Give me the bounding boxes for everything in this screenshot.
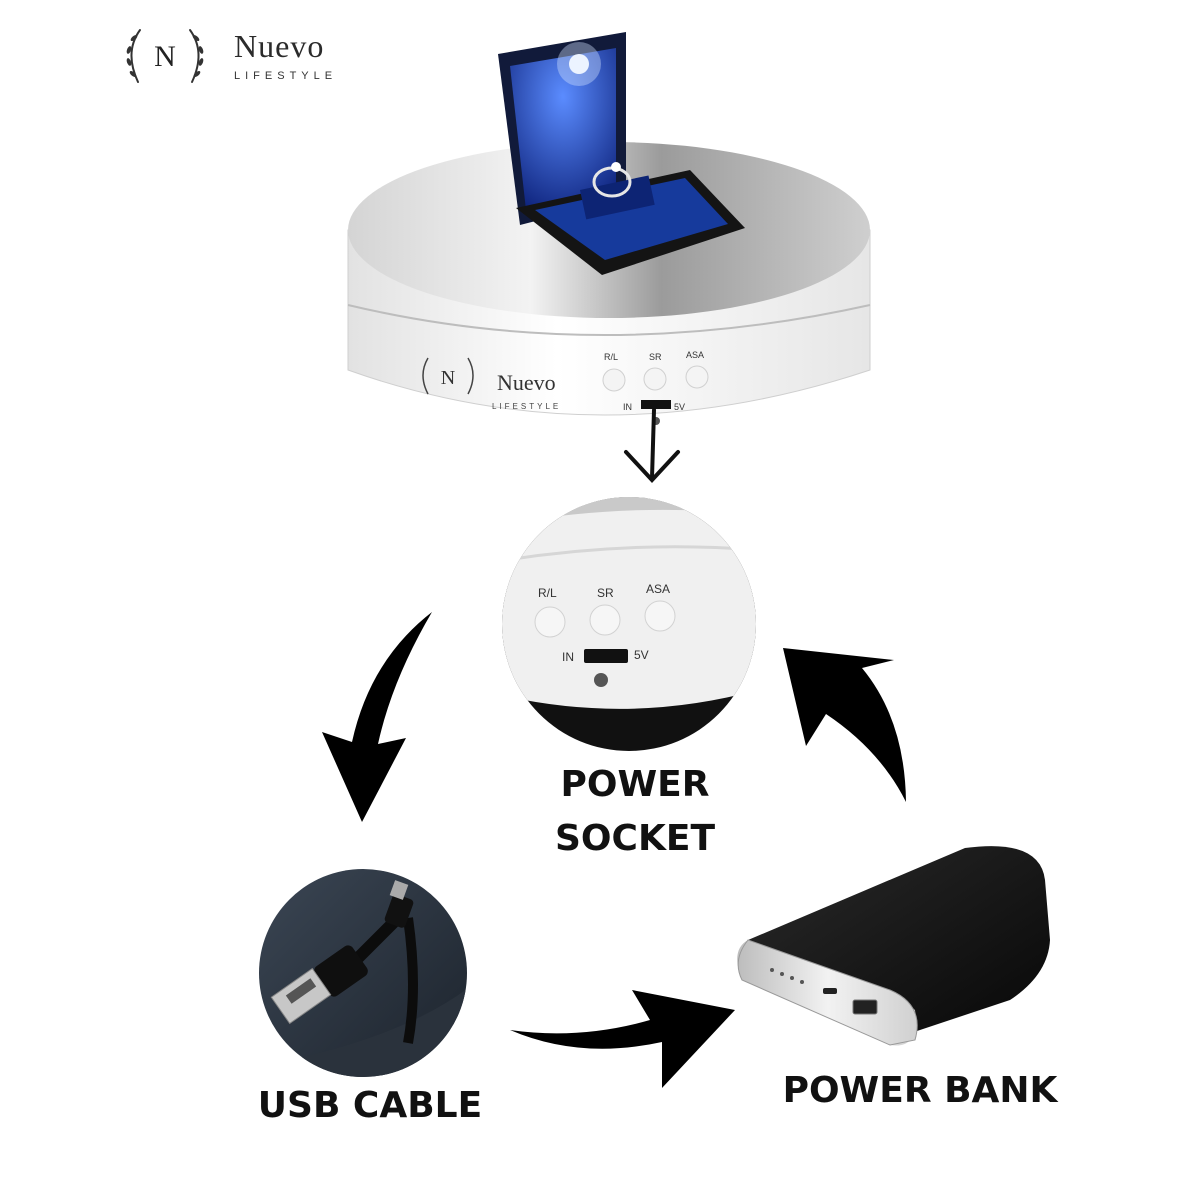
usb-cable-image xyxy=(259,869,467,1077)
usb-port-icon xyxy=(584,649,628,663)
micro-usb-port-icon xyxy=(823,988,837,994)
jewelry-box-image xyxy=(498,32,745,275)
power-bank-label: POWER BANK xyxy=(782,1070,1058,1111)
device-button-sr xyxy=(643,367,667,391)
power-socket-label-line2: SOCKET xyxy=(555,818,715,859)
closeup-button-label-asa: ASA xyxy=(646,582,670,596)
closeup-port-volt-label: 5V xyxy=(634,648,649,662)
brand-logo: N Nuevo LIFESTYLE xyxy=(118,24,378,94)
turntable-product-image: N Nuevo LIFESTYLE R/L SR ASA IN 5V xyxy=(347,32,871,425)
logo-initial: N xyxy=(154,40,176,73)
closeup-port-in-label: IN xyxy=(562,650,574,664)
device-logo-initial: N xyxy=(441,367,455,389)
device-port-volt-label: 5V xyxy=(674,402,685,412)
usb-port-icon xyxy=(641,400,671,409)
device-button-asa xyxy=(685,365,709,389)
power-socket-closeup: R/L SR ASA IN 5V xyxy=(502,497,756,751)
logo-tagline: LIFESTYLE xyxy=(234,70,338,82)
power-socket-label-line1: POWER xyxy=(560,764,710,805)
device-port-in-label: IN xyxy=(623,402,632,412)
usb-cable-label: USB CABLE xyxy=(257,1085,483,1126)
logo-name: Nuevo xyxy=(234,28,325,64)
laurel-wreath-icon: N xyxy=(126,29,204,83)
device-logo: N Nuevo LIFESTYLE xyxy=(422,357,561,411)
power-socket-label: POWER SOCKET xyxy=(520,758,750,866)
device-button-label-sr: SR xyxy=(649,352,662,362)
device-logo-name: Nuevo xyxy=(497,370,556,395)
curved-arrow-icon xyxy=(510,990,735,1088)
device-button-rl xyxy=(602,368,626,392)
usb-port-icon xyxy=(852,999,878,1015)
device-logo-tagline: LIFESTYLE xyxy=(492,402,561,411)
curved-arrow-icon xyxy=(783,648,906,802)
device-button-label-asa: ASA xyxy=(686,350,704,360)
power-bank-image xyxy=(737,846,1050,1046)
device-button-label-rl: R/L xyxy=(604,352,618,362)
closeup-button-label-sr: SR xyxy=(597,586,614,600)
curved-arrow-icon xyxy=(322,612,432,822)
closeup-button-label-rl: R/L xyxy=(538,586,557,600)
